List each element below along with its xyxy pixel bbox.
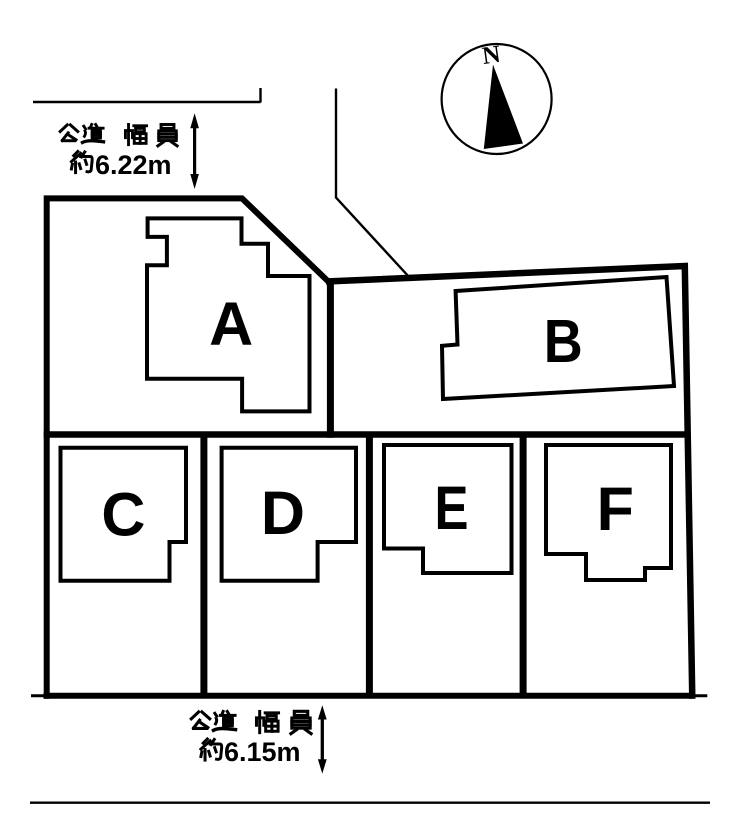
- svg-text:B: B: [544, 307, 583, 375]
- svg-text:F: F: [597, 475, 634, 543]
- svg-text:6.15m: 6.15m: [224, 737, 301, 767]
- svg-text:C: C: [101, 481, 145, 549]
- svg-text:A: A: [209, 290, 253, 358]
- svg-text:D: D: [261, 479, 305, 547]
- svg-text:N: N: [481, 41, 503, 70]
- svg-text:E: E: [435, 474, 469, 542]
- svg-text:6.22m: 6.22m: [95, 150, 172, 180]
